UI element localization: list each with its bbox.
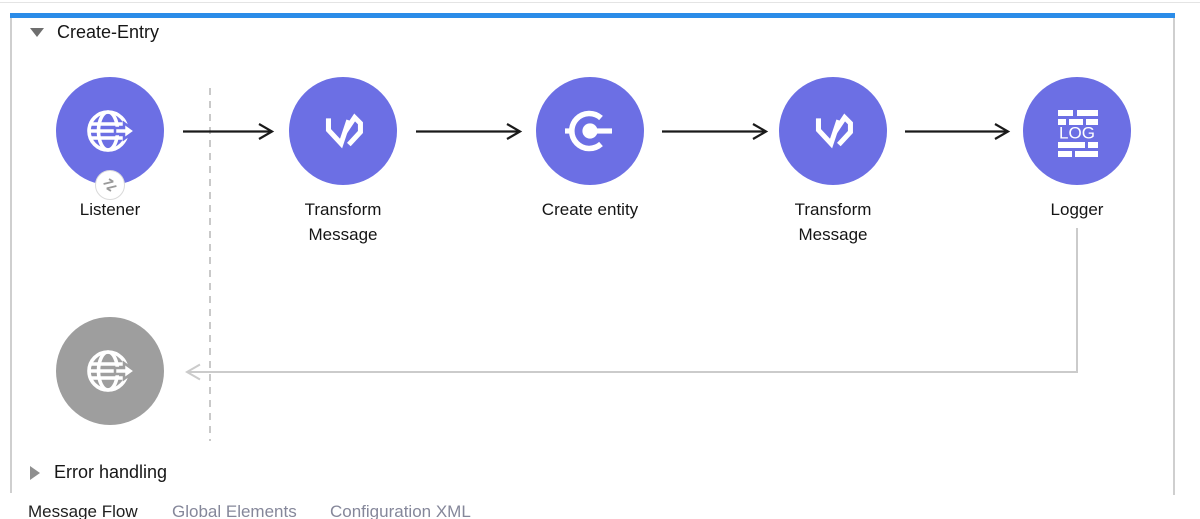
node-label-listener: Listener <box>79 200 141 219</box>
tab-global-elements[interactable]: Global Elements <box>172 502 297 519</box>
create-entity-node-circle[interactable] <box>536 77 644 185</box>
node-label-create-entity: Create entity <box>541 200 639 219</box>
node-create-entity <box>536 77 644 185</box>
node-logger: LOG <box>1023 77 1131 185</box>
node-transform-message-2 <box>779 77 887 185</box>
flow-arrow-2 <box>416 123 523 140</box>
flow-arrow-3 <box>662 123 769 140</box>
canvas-accent-bar <box>10 13 1175 18</box>
node-response <box>56 317 164 425</box>
flow-arrow-4 <box>905 123 1011 140</box>
globe-arrow-icon <box>87 110 138 152</box>
connector-operation-icon <box>565 110 612 152</box>
response-return-connector <box>184 228 1078 381</box>
collapse-flow-icon[interactable] <box>30 28 44 37</box>
error-handling-title: Error handling <box>54 462 168 482</box>
response-node-circle[interactable] <box>56 317 164 425</box>
message-exchange-badge[interactable] <box>95 170 125 200</box>
error-handling-header: Error handling <box>30 462 167 483</box>
logger-icon: LOG <box>1058 110 1098 157</box>
node-label-transform-2: Transform Message <box>794 200 872 244</box>
node-label-logger: Logger <box>1050 200 1104 219</box>
transform-node-circle[interactable] <box>779 77 887 185</box>
top-divider <box>0 2 1200 3</box>
editor-tabbar: Message Flow Global Elements Configurati… <box>0 502 1200 519</box>
canvas-right-border <box>1173 18 1175 495</box>
node-listener <box>56 77 164 185</box>
transform-node-circle[interactable] <box>289 77 397 185</box>
dataweave-icon <box>325 113 363 149</box>
expand-error-handling-icon[interactable] <box>30 465 40 480</box>
logger-node-circle[interactable]: LOG <box>1023 77 1131 185</box>
canvas-left-border <box>10 18 12 493</box>
globe-arrow-icon <box>87 350 138 392</box>
node-label-transform-1: Transform Message <box>304 200 382 244</box>
tab-configuration-xml[interactable]: Configuration XML <box>330 502 471 519</box>
dataweave-icon <box>815 113 853 149</box>
logger-icon-text: LOG <box>1059 124 1095 143</box>
flow-title: Create-Entry <box>57 22 160 42</box>
flow-arrow-1 <box>183 123 275 140</box>
node-transform-message-1 <box>289 77 397 185</box>
tab-message-flow[interactable]: Message Flow <box>28 502 138 519</box>
listener-node-circle[interactable] <box>56 77 164 185</box>
exchange-arrows-icon <box>103 178 117 192</box>
flow-header: Create-Entry <box>30 22 159 43</box>
